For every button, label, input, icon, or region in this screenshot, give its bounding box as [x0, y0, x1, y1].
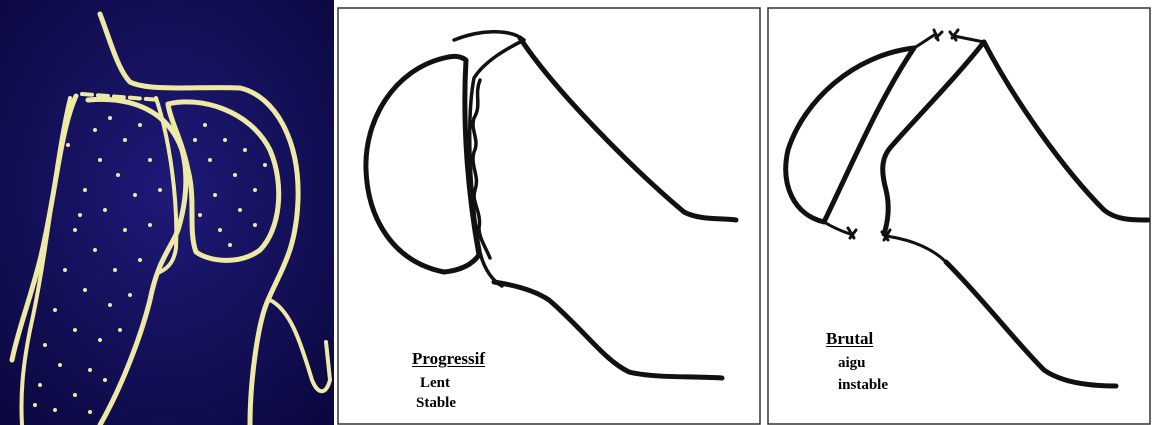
acute-slip-panel: Brutal aigu instable [764, 0, 1152, 425]
progressive-slip-panel: Progressif Lent Stable [334, 0, 764, 425]
acute-slip-diagram [764, 0, 1152, 425]
acute-stability-label: instable [838, 378, 888, 393]
acute-onset-label: aigu [838, 356, 866, 371]
acute-title: Brutal [826, 330, 873, 347]
progressive-stability-label: Stable [416, 396, 456, 411]
progressive-speed-label: Lent [420, 376, 450, 391]
femoral-head-model-photo [0, 0, 334, 425]
photo-model-panel [0, 0, 334, 425]
progressive-title: Progressif [412, 350, 485, 367]
progressive-slip-diagram [334, 0, 764, 425]
